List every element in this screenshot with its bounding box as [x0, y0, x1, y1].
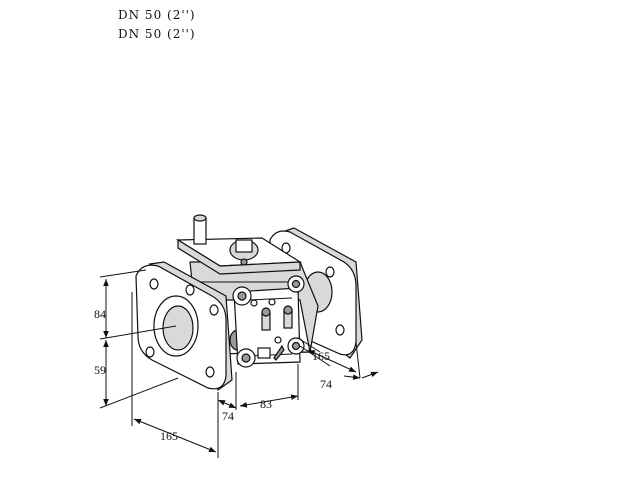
- caption-line-1: DN 50 (2''): [118, 8, 196, 22]
- dim-body-depth-back: 74: [320, 377, 332, 391]
- dim-flange-width-back: 165: [312, 349, 330, 363]
- caption-line-2: DN 50 (2''): [118, 27, 196, 41]
- front-flange: [135, 261, 233, 392]
- dim-flange-width-front: 165: [160, 429, 178, 443]
- mounting-plate: [175, 214, 302, 275]
- dim-height-top: 84: [94, 307, 106, 321]
- dim-actuator-width: 83: [260, 397, 272, 411]
- dimension-lines: [99, 269, 379, 458]
- actuator: [232, 275, 305, 368]
- dim-height-bottom: 59: [94, 363, 106, 377]
- dim-body-depth-front: 74: [222, 409, 234, 423]
